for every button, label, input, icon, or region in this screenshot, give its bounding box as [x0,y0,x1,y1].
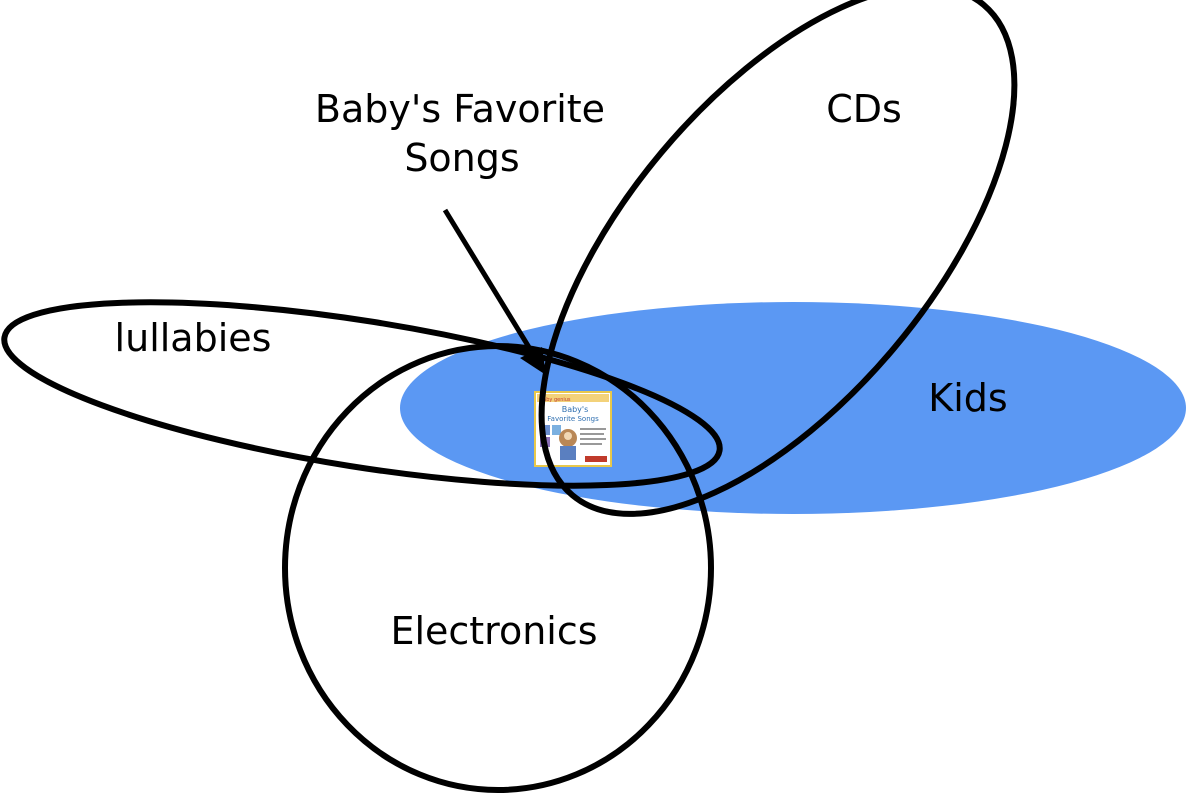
kids-set-label: Kids [928,376,1007,420]
item-title-line-2: Songs [404,136,519,180]
item-title-line-1: Baby's Favorite [315,87,605,131]
album-cover-image: baby genius Baby's Favorite Songs [534,391,612,467]
cover-title-line-1: Baby's [562,405,589,414]
cds-set-ellipse [538,0,1018,517]
cover-title-line-2: Favorite Songs [547,415,599,423]
lullabies-set-label: lullabies [115,316,272,360]
cds-set-label: CDs [826,87,902,131]
cover-brand-text: baby genius [540,397,571,403]
pointer-arrow [442,208,546,375]
electronics-set-label: Electronics [390,609,597,653]
electronics-set-circle [282,343,714,793]
lullabies-set-ellipse [1,299,723,489]
